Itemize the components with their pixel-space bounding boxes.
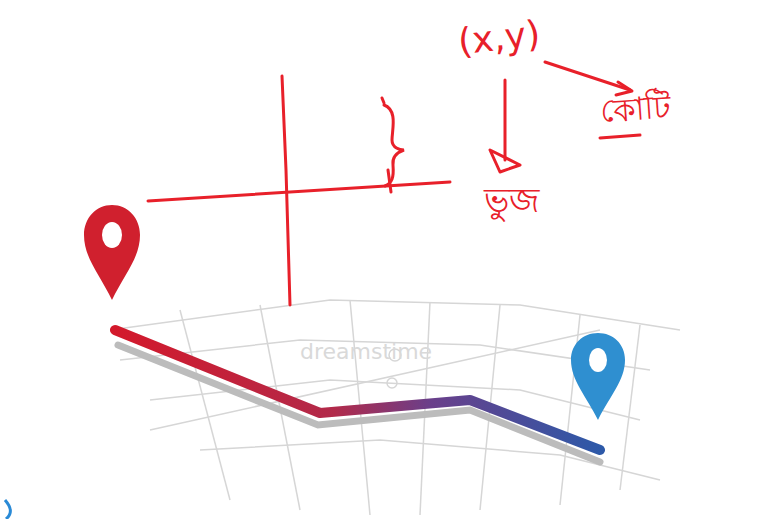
watermark: dreamstime (300, 340, 432, 364)
route-line (115, 330, 600, 450)
end-pin (571, 333, 625, 420)
abscissa-label: ভুজ (484, 182, 539, 219)
map-streets (110, 300, 680, 515)
coordinate-label: (x,y) (456, 14, 542, 62)
hand-drawn-axes (148, 76, 450, 305)
ordinate-label: কোটি (599, 90, 671, 130)
start-pin (84, 205, 140, 300)
stray-mark (5, 500, 10, 519)
